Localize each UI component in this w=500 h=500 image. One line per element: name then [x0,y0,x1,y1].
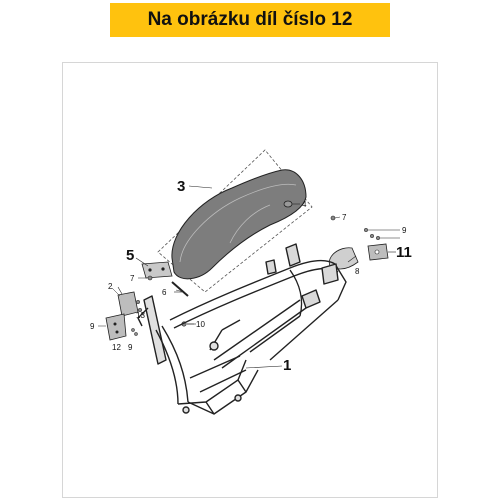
callout-11: 11 [396,244,412,261]
part-9-screws-right [363,227,400,241]
leader-lines [117,185,396,369]
diagram-frame [62,62,438,498]
banner-text: Na obrázku díl číslo 12 [147,9,353,30]
seat-group-outline [157,149,313,293]
part-7-screw-left [138,275,153,281]
title-banner: Na obrázku díl číslo 12 [110,3,390,37]
part-4 [283,200,300,208]
callout-10: 10 [196,320,205,329]
callout-12: 12 [112,343,121,352]
part-5-bracket [141,261,173,279]
callout-2: 2 [108,282,113,291]
callout-9-right: 9 [402,226,407,235]
callout-3: 3 [177,178,185,195]
seat-part [171,169,307,280]
scooter-frame [137,243,347,415]
callout-9-left: 9 [90,322,95,331]
part-12-bracket [98,313,127,341]
callout-6: 6 [162,288,167,297]
part-6-bolt [171,281,189,297]
callout-8: 8 [355,267,360,276]
part-11-bracket [367,243,389,261]
callout-7-right: 7 [342,213,347,222]
callout-7-left: 7 [130,274,135,283]
part-13-screws [131,299,143,336]
callout-1: 1 [283,357,291,374]
callout-9-bottom: 9 [128,343,133,352]
part-2-bracket [111,287,139,317]
callout-4: 4 [302,200,307,209]
callout-5: 5 [126,247,134,264]
callout-13: 13 [136,311,145,320]
part-7-screw-right [330,215,341,221]
